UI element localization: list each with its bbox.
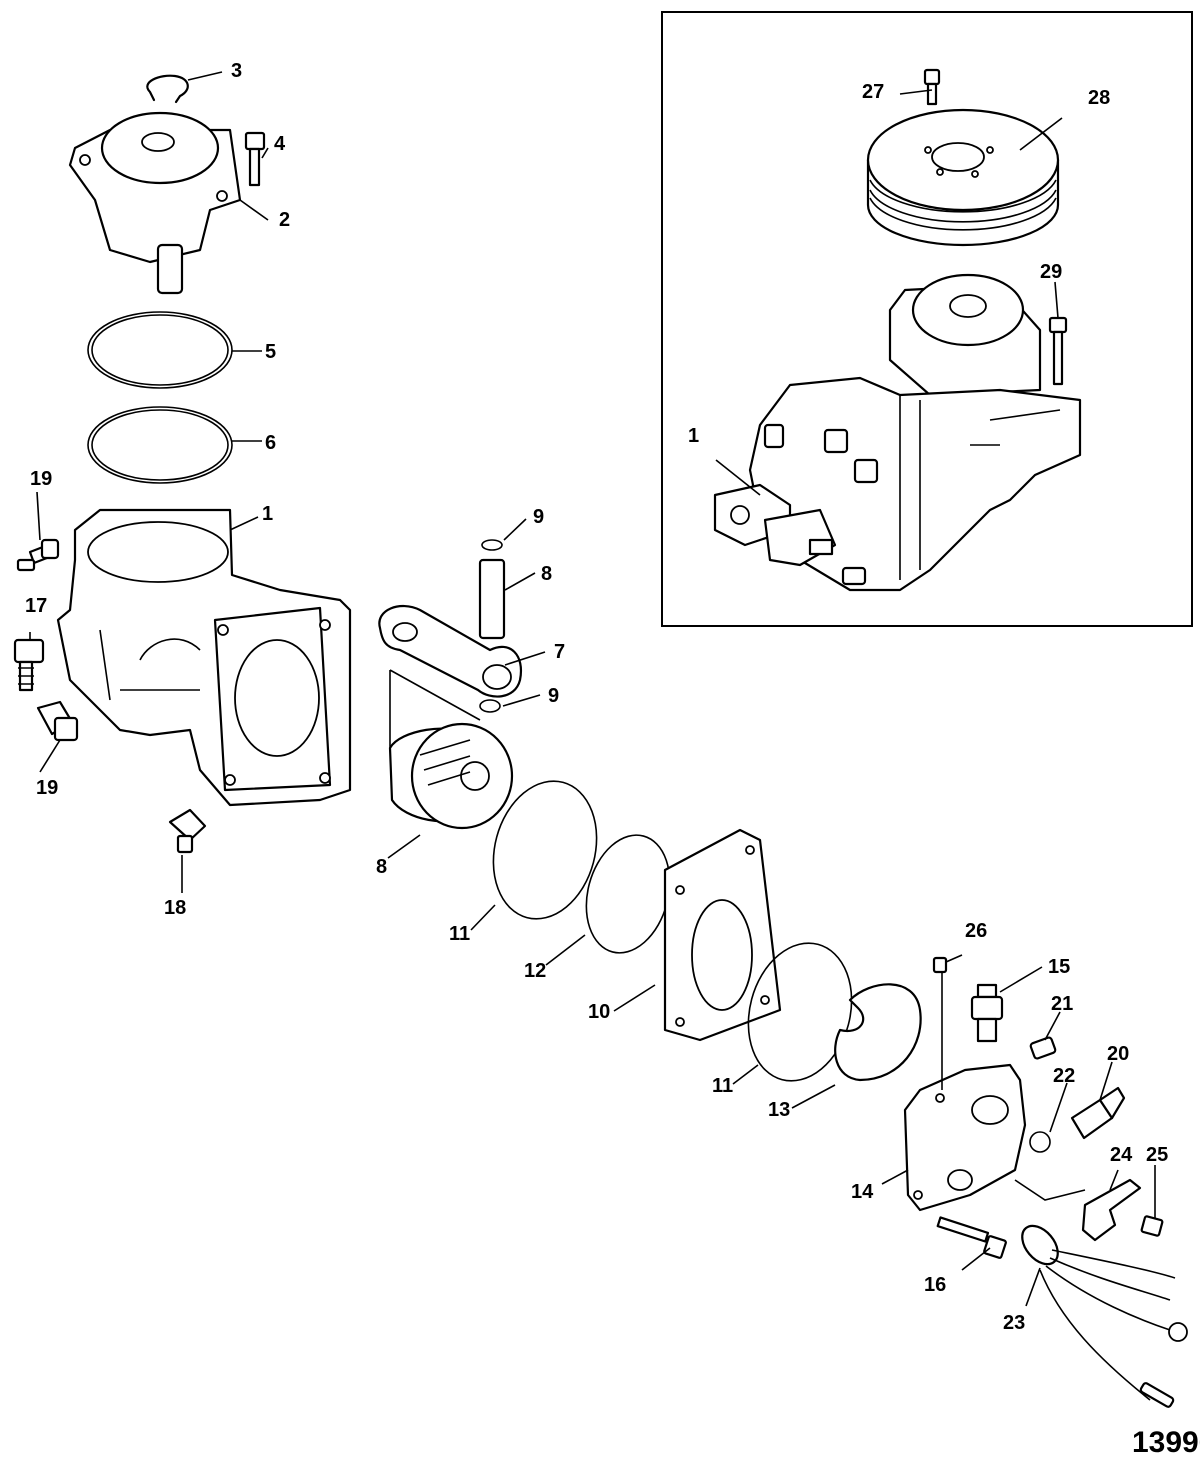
callout-2: 2 — [279, 209, 290, 231]
callout-27: 27 — [862, 81, 884, 103]
callout-14: 14 — [851, 1181, 874, 1203]
piston-8 — [388, 722, 514, 830]
wire-harness-23 — [1021, 1224, 1188, 1408]
callout-8-piston: 8 — [376, 856, 387, 878]
callout-10: 10 — [588, 1001, 610, 1023]
rear-head-14 — [903, 1063, 1027, 1212]
bolt-25 — [1140, 1215, 1164, 1237]
bracket-24 — [1081, 1178, 1142, 1242]
callout-22: 22 — [1053, 1065, 1075, 1087]
callout-11-left: 11 — [449, 923, 470, 945]
o-ring-22 — [1029, 1131, 1051, 1153]
callout-4: 4 — [274, 133, 286, 155]
callout-17: 17 — [25, 595, 47, 617]
callout-5: 5 — [265, 341, 276, 363]
callout-25: 25 — [1146, 1144, 1168, 1166]
pulley-28 — [866, 108, 1060, 247]
callout-1-inset: 1 — [688, 425, 699, 447]
fitting-17 — [13, 638, 45, 692]
gasket-11-right — [747, 942, 853, 1082]
callout-26: 26 — [965, 920, 987, 942]
fitting-19-top — [16, 538, 60, 572]
figure-number: 13996 — [1132, 1426, 1200, 1459]
valve-21 — [1029, 1036, 1057, 1060]
reed-valve-13 — [834, 983, 922, 1082]
callout-15: 15 — [1048, 956, 1070, 978]
callout-1-main: 1 — [262, 503, 273, 525]
callout-29: 29 — [1040, 261, 1062, 283]
callout-21: 21 — [1051, 993, 1073, 1015]
callout-16: 16 — [924, 1274, 946, 1296]
bolt-4 — [244, 131, 266, 187]
inset-bolt-29 — [1048, 316, 1068, 386]
connecting-rod-7 — [378, 605, 523, 698]
bearing-housing-2 — [68, 111, 242, 295]
callout-20: 20 — [1107, 1043, 1129, 1065]
callout-8-pin: 8 — [541, 563, 552, 585]
o-ring-5 — [87, 311, 233, 389]
fitting-18 — [168, 808, 207, 854]
fitting-15 — [970, 983, 1004, 1043]
valve-plate-10 — [663, 828, 782, 1042]
callout-7: 7 — [554, 641, 565, 663]
retainer-9-top — [481, 539, 503, 551]
callout-13: 13 — [768, 1099, 790, 1121]
callout-6: 6 — [265, 432, 276, 454]
callout-9-top: 9 — [533, 506, 544, 528]
assembled-compressor — [713, 273, 1082, 592]
fitting-19-bottom — [36, 700, 79, 742]
bolt-16 — [936, 1216, 1007, 1259]
callout-19-bottom: 19 — [36, 777, 58, 799]
gasket-11-left — [492, 780, 598, 920]
snap-ring-3 — [146, 74, 189, 104]
callout-12: 12 — [524, 960, 546, 982]
inset-frame — [661, 11, 1193, 627]
callout-9-bottom: 9 — [548, 685, 559, 707]
callout-23: 23 — [1003, 1312, 1025, 1334]
inset-bolt-27 — [923, 68, 941, 106]
plug-26 — [932, 956, 948, 974]
callout-11-right: 11 — [712, 1075, 733, 1097]
o-ring-6 — [87, 406, 233, 484]
leader-lines — [29, 71, 1156, 1307]
retainer-9-bottom — [479, 699, 501, 713]
crankcase-1 — [56, 508, 352, 807]
wrist-pin-8 — [478, 558, 506, 640]
callout-18: 18 — [164, 897, 186, 919]
callout-3: 3 — [231, 60, 242, 82]
valve-20 — [1070, 1086, 1126, 1140]
callout-19-top: 19 — [30, 468, 52, 490]
callout-28: 28 — [1088, 87, 1110, 109]
callout-24: 24 — [1110, 1144, 1133, 1166]
